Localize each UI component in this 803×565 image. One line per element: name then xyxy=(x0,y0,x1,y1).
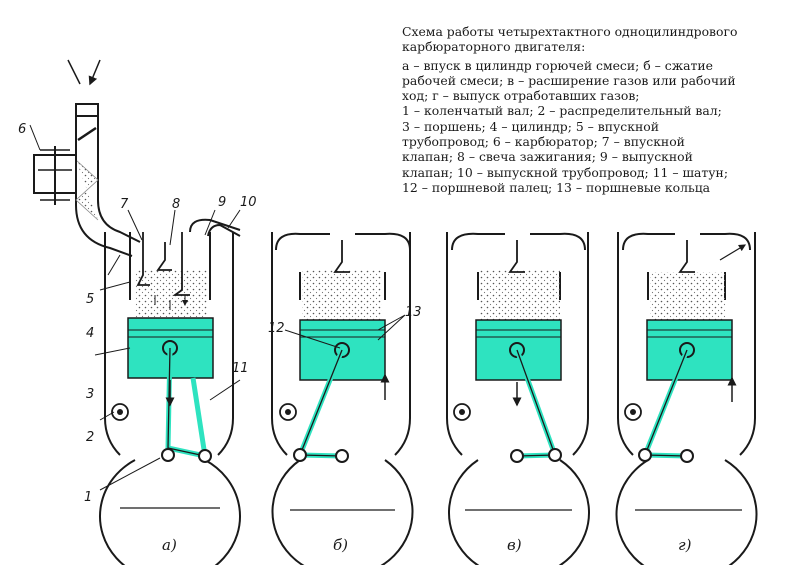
leader-lines xyxy=(29,124,406,491)
callout-6: 6 xyxy=(18,122,26,137)
stage-label-a: а) xyxy=(162,536,177,554)
callout-7: 7 xyxy=(120,197,129,212)
stage-compression xyxy=(271,232,414,565)
caption-line: клапан; 10 – выпускной трубопровод; 11 –… xyxy=(402,164,728,180)
stage-label-b: б) xyxy=(333,536,348,554)
caption-line: 3 – поршень; 4 – цилиндр; 5 – впускной xyxy=(402,118,659,134)
caption-line: 1 – коленчатый вал; 2 – распределительны… xyxy=(402,103,722,119)
caption-line: 12 – поршневой палец; 13 – поршневые кол… xyxy=(402,179,711,195)
callout-12: 12 xyxy=(268,321,285,336)
callout-3: 3 xyxy=(86,387,94,402)
callout-2: 2 xyxy=(86,430,94,445)
caption-line: трубопровод; 6 – карбюратор; 7 – впускно… xyxy=(402,134,685,150)
stage-intake xyxy=(99,218,241,565)
stage-label-v: в) xyxy=(507,536,522,554)
figure-caption: Схема работы четырехтактного одноцилиндр… xyxy=(402,24,792,195)
stage-label-g: г) xyxy=(678,536,692,554)
stage-exhaust xyxy=(615,232,758,565)
callout-10: 10 xyxy=(240,195,257,210)
callout-5: 5 xyxy=(86,292,94,307)
caption-title: Схема работы четырехтактного одноцилиндр… xyxy=(402,24,738,55)
callout-13: 13 xyxy=(405,305,422,320)
caption-line: клапан; 8 – свеча зажигания; 9 – выпускн… xyxy=(402,149,693,165)
callout-11: 11 xyxy=(232,361,249,376)
callout-1: 1 xyxy=(84,490,92,505)
caption-legend: а – впуск в цилиндр горючей смеси; б – с… xyxy=(402,58,792,196)
caption-line: ход; г – выпуск отработавших газов; xyxy=(402,88,640,104)
callout-9: 9 xyxy=(218,195,226,210)
carburetor-assembly xyxy=(33,59,141,257)
caption-line: а – впуск в цилиндр горючей смеси; б – с… xyxy=(402,57,713,73)
stage-power xyxy=(446,232,590,565)
caption-line: рабочей смеси; в – расширение газов или … xyxy=(402,72,736,88)
callout-8: 8 xyxy=(172,197,180,212)
callout-4: 4 xyxy=(86,326,94,341)
